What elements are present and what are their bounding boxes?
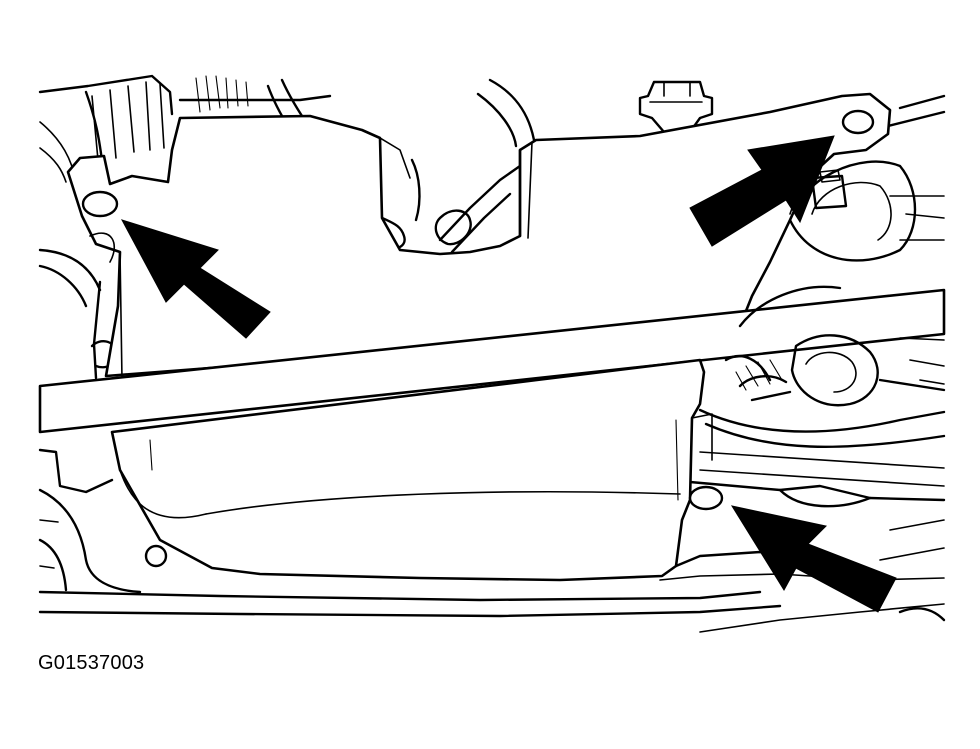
left-bolt-arrow-icon [120,219,271,339]
lower-bolt-hole [688,485,724,511]
cross-member [38,288,946,434]
lower-bolt-arrow-icon [730,505,897,613]
bolt-holes [81,109,875,511]
right-components [688,285,946,508]
figure-code-label: G01537003 [38,652,145,674]
left-bolt-hole [81,190,119,218]
right-bolt-hole [841,109,875,135]
lower-panel [110,358,713,582]
right-bolt-arrow-icon [689,135,835,247]
callout-arrows [120,135,897,613]
